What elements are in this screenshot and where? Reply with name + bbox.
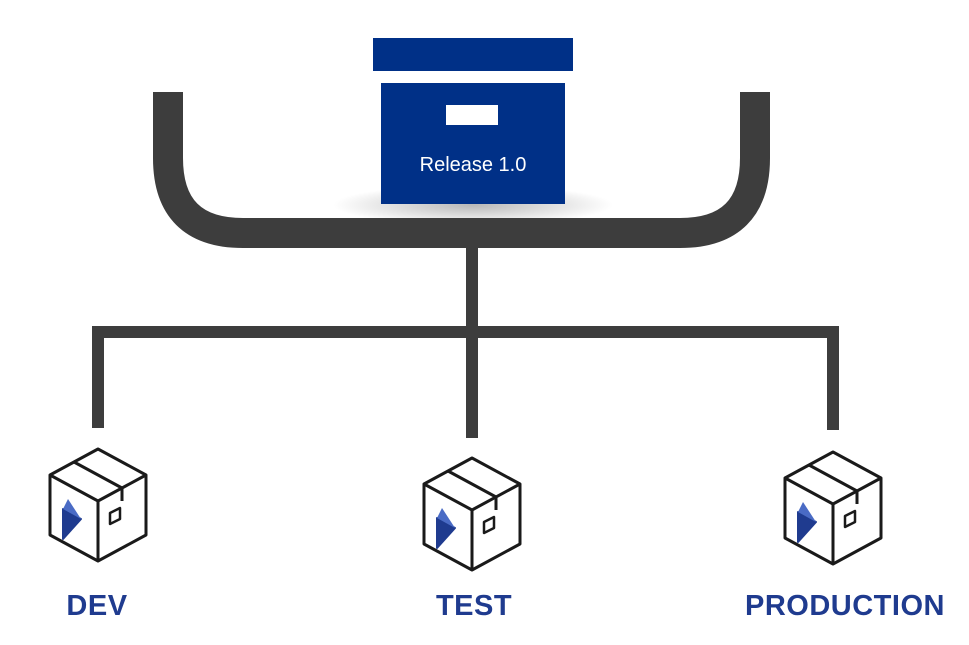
bowl-connector [153, 92, 770, 248]
package-icon [422, 456, 522, 572]
env-label-production: PRODUCTION [745, 590, 945, 622]
package-icon [783, 450, 883, 566]
env-label-dev: DEV [66, 590, 128, 622]
archive-box-body [381, 83, 565, 204]
env-label-test: TEST [435, 590, 513, 622]
archive-box-lid [373, 38, 573, 71]
archive-box-handle [446, 105, 498, 125]
release-label: Release 1.0 [419, 154, 527, 176]
package-icon [48, 447, 148, 563]
